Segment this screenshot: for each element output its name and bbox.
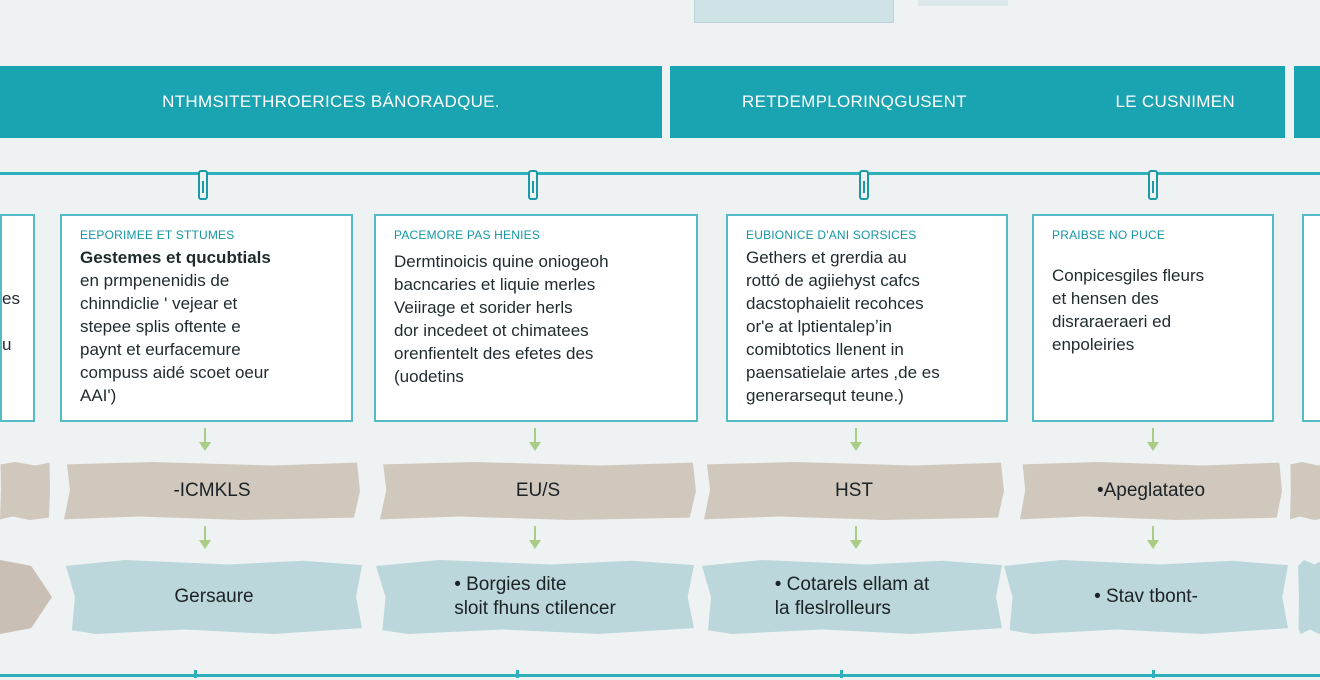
label-band — [1290, 462, 1320, 520]
outcome-band: • Stav tbont- — [1004, 560, 1288, 634]
arrow-down-icon — [849, 428, 863, 454]
connector-rail — [0, 172, 1320, 175]
card-caption: EEPORIMEE ET STTUMES — [80, 228, 235, 242]
card-caption: PRAIBSE NO PUCE — [1052, 228, 1166, 242]
header-title-2: RETDEMPLORINQGUSENT — [742, 92, 967, 111]
card-text: Dermtinoicis quine oniogeoh bacncaries e… — [394, 252, 609, 386]
outcome-band: • Borgies dite sloit fhuns ctilencer — [376, 560, 694, 634]
arrow-down-icon — [849, 526, 863, 552]
card-text: en prmpenenidis de chinndiclie ' vejear … — [80, 271, 269, 405]
header-bar-middle: RETDEMPLORINQGUSENT LE CUSNIMEN — [670, 66, 1285, 138]
outcome-band — [1298, 560, 1320, 634]
card-caption: EUBIONICE D'ANI SORSICES — [746, 228, 917, 242]
card-partial-left: es u — [0, 214, 35, 422]
label-band — [0, 462, 50, 520]
bottom-rail — [0, 674, 1320, 677]
label-band: HST — [704, 462, 1004, 520]
label-band: •Apeglatateo — [1020, 462, 1282, 520]
card-1: EEPORIMEE ET STTUMES Gestemes et qucubti… — [60, 214, 353, 422]
pin-icon — [528, 170, 538, 200]
pin-icon — [859, 170, 869, 200]
card-caption: PACEMORE PAS HENIES — [394, 228, 541, 242]
card-text: Gethers et grerdia au rottó de agiiehyst… — [746, 248, 940, 405]
header-bar-left: NTHMSITETHROERICES BÁNORADQUE. — [0, 66, 662, 138]
arrow-down-icon — [528, 526, 542, 552]
arrow-down-icon — [528, 428, 542, 454]
card-3: EUBIONICE D'ANI SORSICES Gethers et grer… — [726, 214, 1008, 422]
outcome-band: • Cotarels ellam at la fleslrolleurs — [702, 560, 1002, 634]
outcome-band — [0, 560, 52, 634]
rail-tick — [194, 670, 197, 678]
label-band: EU/S — [380, 462, 696, 520]
header-bar-right — [1294, 66, 1320, 138]
arrow-down-icon — [1146, 526, 1160, 552]
top-stub — [694, 0, 894, 23]
arrow-down-icon — [198, 526, 212, 552]
outcome-band: Gersaure — [66, 560, 362, 634]
top-stub-secondary — [918, 0, 1008, 6]
card-text: es u — [2, 289, 20, 354]
pin-icon — [198, 170, 208, 200]
card-heading: Gestemes et qucubtials — [80, 248, 271, 267]
label-band: -ICMKLS — [64, 462, 360, 520]
rail-tick — [1152, 670, 1155, 678]
card-partial-right — [1302, 214, 1320, 422]
header-title-3: LE CUSNIMEN — [1115, 92, 1235, 111]
card-2: PACEMORE PAS HENIES Dermtinoicis quine o… — [374, 214, 698, 422]
arrow-down-icon — [1146, 428, 1160, 454]
arrow-down-icon — [198, 428, 212, 454]
card-text: Conpicesgiles fleurs et hensen des disra… — [1052, 266, 1205, 354]
rail-tick — [840, 670, 843, 678]
card-4: PRAIBSE NO PUCE Conpicesgiles fleurs et … — [1032, 214, 1274, 422]
header-title-1: NTHMSITETHROERICES BÁNORADQUE. — [162, 92, 500, 111]
rail-tick — [516, 670, 519, 678]
pin-icon — [1148, 170, 1158, 200]
